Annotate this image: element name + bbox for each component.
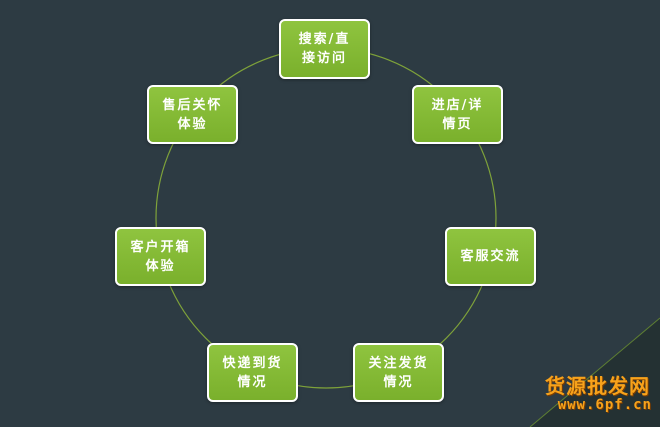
watermark-title: 货源批发网 [545, 374, 650, 398]
node-after-sales-care: 售后关怀 体验 [147, 85, 238, 144]
corner-line [529, 317, 660, 427]
node-unboxing-experience: 客户开箱 体验 [115, 227, 206, 286]
watermark-url: www.6pf.cn [557, 397, 652, 413]
node-delivery-status: 快递到货 情况 [207, 343, 298, 402]
node-customer-service: 客服交流 [445, 227, 536, 286]
node-search-direct-access: 搜索/直 接访问 [279, 19, 370, 79]
node-shipping-status: 关注发货 情况 [353, 343, 444, 402]
node-store-detail-page: 进店/详 情页 [412, 85, 503, 144]
